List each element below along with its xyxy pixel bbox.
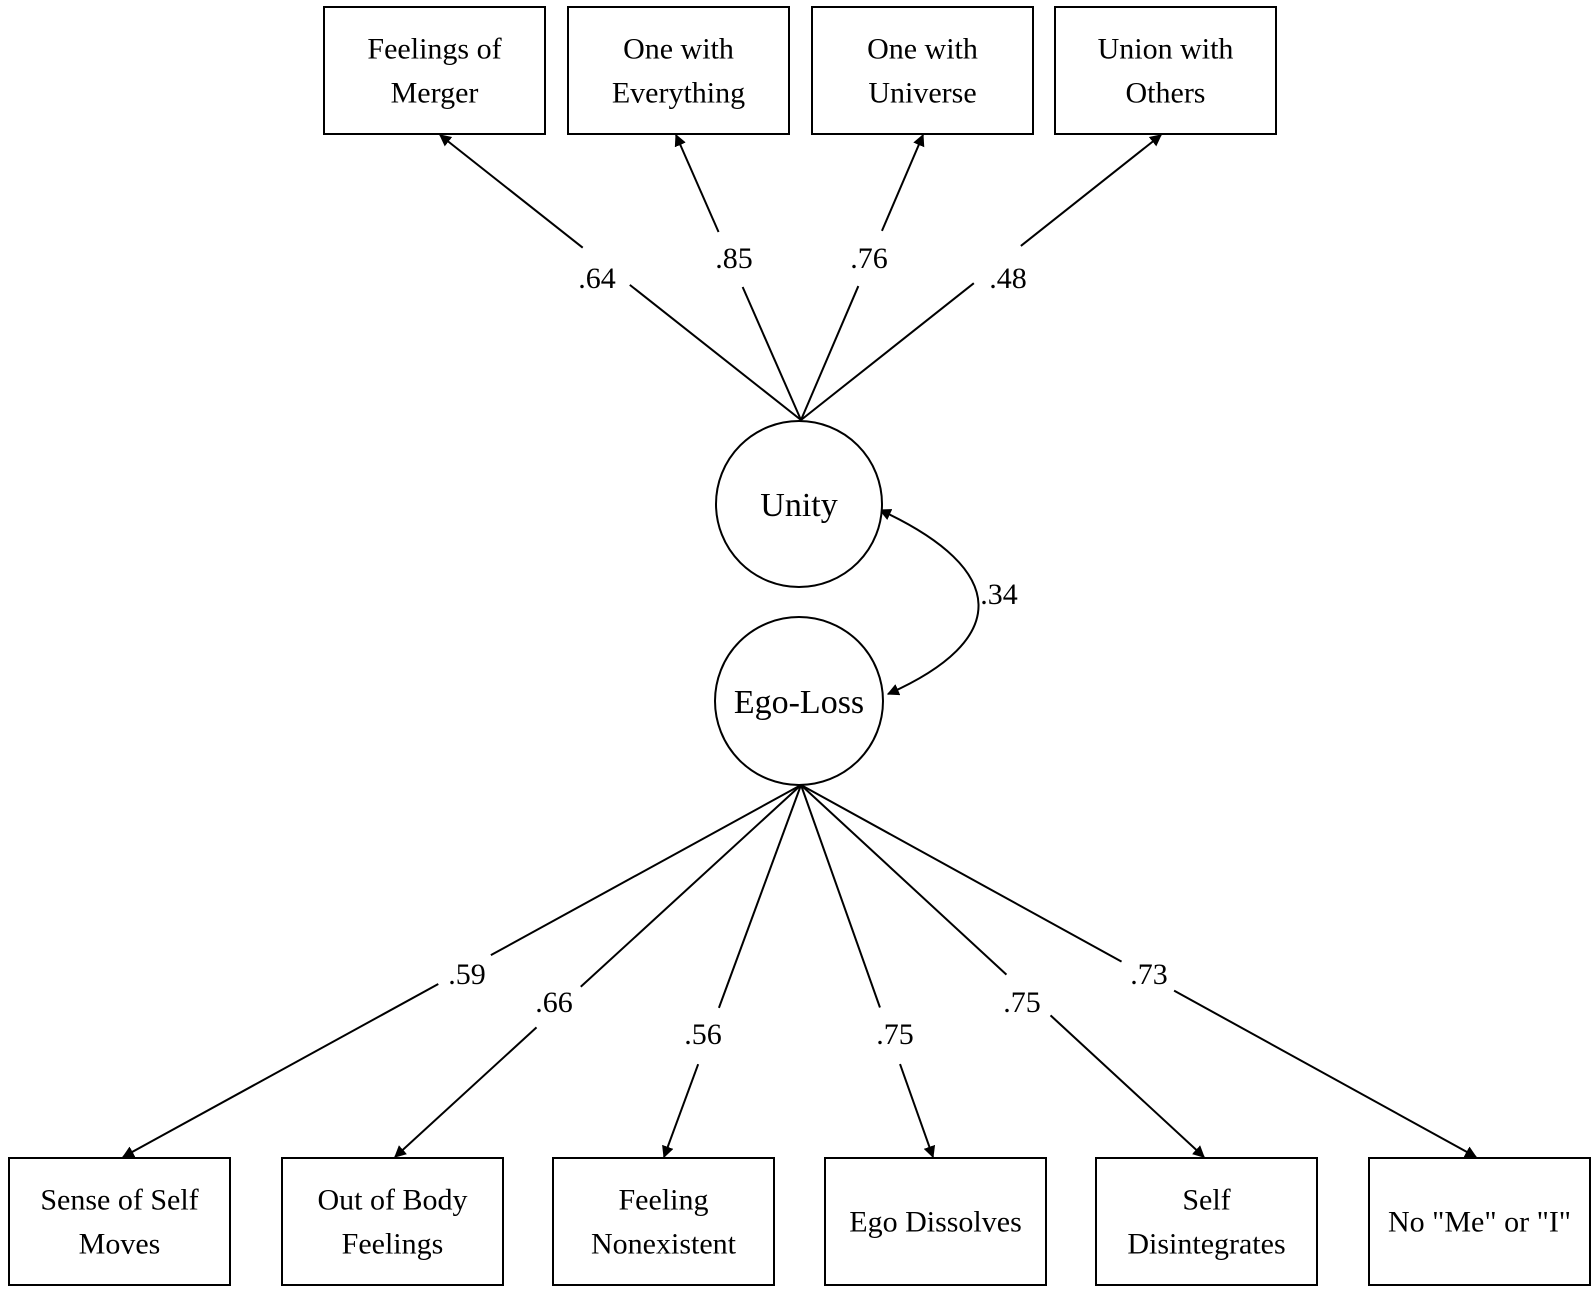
ego-loss-indicator-box-5 <box>1095 1157 1318 1286</box>
ego-loss-indicator-box-1 <box>8 1157 231 1286</box>
unity-indicator-box-1 <box>323 6 546 135</box>
unity-loading-arrow-3 <box>881 133 925 232</box>
unity-loading-path-4-start <box>800 282 975 421</box>
ego-loss-label: Ego-Loss <box>734 684 864 721</box>
unity-indicator-text-1-line-2: Merger <box>391 77 479 110</box>
factor-loading-paths: .64 .85 .76 .48 .59 .66 .56 .75 .75 .73 <box>121 133 1478 1159</box>
unity-loading-label-3: .76 <box>850 242 888 275</box>
unity-indicator-text-1-line-1: Feelings of <box>367 33 501 66</box>
unity-factor: Unity <box>715 420 883 588</box>
ego-loss-loading-arrow-1 <box>121 983 439 1158</box>
unity-loading-path-3-start <box>800 285 860 421</box>
unity-indicator-box-3 <box>811 6 1034 135</box>
ego-loss-indicator-text-2-line-1: Out of Body <box>318 1184 468 1217</box>
ego-loss-loading-arrow-6 <box>1173 989 1478 1158</box>
unity-loading-path-1-start <box>629 284 802 421</box>
unity-indicator-text-2-line-1: One with <box>623 33 734 66</box>
ego-loss-loading-label-5: .75 <box>1003 986 1041 1019</box>
ego-loss-circle <box>714 616 884 786</box>
ego-loss-factor: Ego-Loss <box>714 616 884 786</box>
ego-loss-loading-path-3-start <box>717 784 802 1009</box>
unity-indicator-box-2 <box>567 6 790 135</box>
unity-loading-label-4: .48 <box>989 262 1027 295</box>
ego-loss-loading-label-1: .59 <box>448 958 486 991</box>
correlation-arrow <box>878 509 980 696</box>
ego-loss-indicator-text-3-line-2: Nonexistent <box>591 1228 737 1261</box>
ego-loss-indicator-text-3-line-1: Feeling <box>619 1184 709 1217</box>
ego-loss-loading-path-6-start <box>800 784 1123 963</box>
unity-loading-label-2: .85 <box>715 242 753 275</box>
correlation-label: .34 <box>980 578 1018 611</box>
ego-loss-loading-label-4: .75 <box>876 1018 914 1051</box>
unity-indicator-box-4 <box>1054 6 1277 135</box>
ego-loss-indicator-text-1-line-1: Sense of Self <box>40 1184 198 1217</box>
ego-loss-indicator-4: Ego Dissolves <box>824 1157 1047 1286</box>
unity-indicator-text-4-line-1: Union with <box>1098 33 1234 66</box>
ego-loss-indicator-box-4 <box>824 1157 1047 1286</box>
ego-loss-indicator-box-2 <box>281 1157 504 1286</box>
ego-loss-loading-label-2: .66 <box>535 986 573 1019</box>
unity-loading-arrow-2 <box>674 133 720 233</box>
ego-loss-indicator-box-6 <box>1368 1157 1591 1286</box>
unity-loading-label-1: .64 <box>578 262 616 295</box>
ego-loss-loading-path-5-start <box>800 784 1008 976</box>
factor-correlation: .34 <box>878 509 1018 696</box>
unity-loading-arrow-1 <box>439 134 584 249</box>
ego-loss-loading-label-3: .56 <box>684 1018 722 1051</box>
ego-loss-indicator-box-3 <box>552 1157 775 1286</box>
unity-indicator-text-3-line-1: One with <box>867 33 978 66</box>
unity-loading-arrow-4 <box>1020 134 1162 247</box>
unity-indicator-text-2-line-2: Everything <box>612 77 745 110</box>
ego-loss-loading-arrow-3 <box>662 1063 700 1159</box>
ego-loss-indicator-text-2-line-2: Feelings <box>342 1228 444 1261</box>
ego-loss-indicator-6: No "Me" or "I" <box>1368 1157 1591 1286</box>
unity-circle <box>715 420 883 588</box>
ego-loss-indicator-text-4-line-1: Ego Dissolves <box>849 1206 1022 1239</box>
ego-loss-loading-path-4-start <box>800 784 881 1008</box>
ego-loss-indicator-text-5-line-2: Disintegrates <box>1127 1228 1285 1261</box>
ego-loss-loading-path-2-start <box>580 784 802 988</box>
ego-loss-indicator-text-5-line-1: Self <box>1182 1184 1230 1217</box>
unity-indicator-text-3-line-2: Universe <box>868 77 976 110</box>
ego-loss-loading-arrow-2 <box>394 1026 538 1158</box>
unity-label: Unity <box>760 487 837 524</box>
ego-loss-loading-arrow-5 <box>1049 1014 1205 1158</box>
ego-loss-loading-arrow-4 <box>899 1063 936 1159</box>
unity-loading-path-2-start <box>741 286 802 421</box>
unity-indicator-text-4-line-2: Others <box>1126 77 1206 110</box>
ego-loss-indicator-text-6-line-1: No "Me" or "I" <box>1388 1206 1571 1239</box>
ego-loss-indicator-text-1-line-2: Moves <box>79 1228 161 1261</box>
ego-loss-loading-path-1-start <box>490 784 802 957</box>
ego-loss-loading-label-6: .73 <box>1130 958 1168 991</box>
unity-indicator-1: Feelings of Merger <box>323 6 546 135</box>
